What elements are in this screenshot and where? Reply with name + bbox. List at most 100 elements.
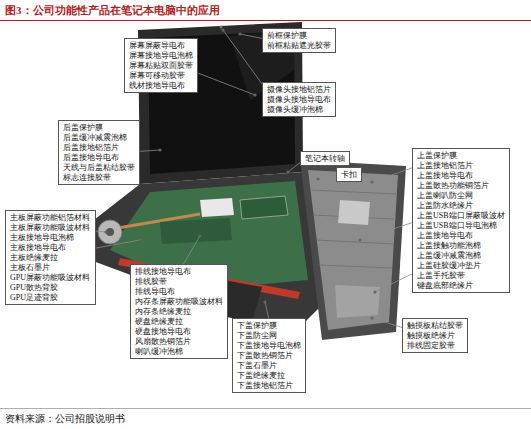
- callout-text: 线材接地导电布: [129, 81, 193, 91]
- callout-text: 摄像头缓冲泡棉: [267, 105, 331, 115]
- callout-text: 屏幕粘贴双面胶带: [129, 61, 193, 71]
- callout-text: 主板石墨片: [10, 263, 91, 273]
- callout-text: 屏幕接地导电泡棉: [129, 51, 193, 61]
- part-label-box: 卡扣: [336, 167, 362, 182]
- plate-line: [310, 190, 396, 194]
- title-rule: [0, 20, 531, 21]
- callout-text: 触摸板粘结胶带: [407, 321, 463, 331]
- leader-line: [190, 70, 255, 95]
- callout-text: 主板屏蔽功能铝箔材料: [10, 213, 91, 223]
- source-caption: 资料来源：公司招股说明书: [5, 412, 125, 425]
- callout-text: 下盖防尘网: [237, 331, 301, 341]
- callout-text: 排线胶带: [135, 277, 223, 287]
- leader-dot: [253, 93, 256, 96]
- leader-dot: [263, 300, 266, 303]
- wifi-card: [200, 198, 234, 217]
- leader-dot: [221, 28, 224, 31]
- leader-line: [360, 220, 420, 240]
- callout-text: 后盖保护膜: [63, 123, 135, 133]
- plate-line: [319, 265, 392, 268]
- leader-dot: [370, 180, 373, 183]
- callout-text: 天线与后盖粘结胶带: [63, 163, 135, 173]
- callout-text: 排线接地导电布: [135, 267, 223, 277]
- leader-dot: [198, 234, 201, 237]
- callout-text: 下盖接地导电泡棉: [237, 341, 301, 351]
- callout-text: GPU足迹背胶: [10, 293, 91, 303]
- memory-module: [240, 196, 288, 219]
- laptop-base: [58, 172, 322, 335]
- figure-title: 图3：公司功能性产品在笔记本电脑中的应用: [5, 3, 220, 17]
- leader-dots: [104, 28, 376, 319]
- callout-text: 卡扣: [341, 170, 357, 180]
- callout-text: 内存条屏蔽功能吸波材料: [135, 297, 223, 307]
- callout-text: 后盖接地导电布: [63, 153, 135, 163]
- callout-box: 后盖保护膜后盖缓冲减震泡棉后盖接地铝箔片后盖接地导电布天线与后盖粘结胶带标志连接…: [58, 120, 140, 185]
- callout-text: 硬盘接地导电布: [135, 327, 223, 337]
- callout-text: 摄像头接地导电布: [267, 95, 331, 105]
- caption-rule: [0, 408, 531, 409]
- callout-text: 上盖硅胶缓冲垫片: [417, 261, 505, 271]
- shield-foil: [338, 200, 370, 225]
- callout-text: 上盖散热功能铜箔片: [417, 181, 505, 191]
- leader-dot: [238, 32, 241, 35]
- part-label-box: 笔记本转轴: [300, 151, 350, 166]
- touchpad-area: [335, 285, 380, 318]
- leader-dot: [138, 238, 141, 241]
- callout-text: 主板绝缘麦拉: [10, 253, 91, 263]
- camera-dot: [220, 26, 223, 29]
- callout-text: 下盖绝缘麦拉: [237, 371, 301, 381]
- callout-text: 上盖接触功能泡棉: [417, 241, 505, 251]
- leader-dot: [358, 238, 361, 241]
- callout-text: 上盖防水绝缘片: [417, 201, 505, 211]
- callout-text: 屏幕可移动胶带: [129, 71, 193, 81]
- plate-line: [316, 240, 393, 244]
- callout-text: 排线导电布: [135, 287, 223, 297]
- leader-dot: [158, 148, 161, 151]
- callout-text: 上盖接地导电布: [417, 171, 505, 181]
- callout-text: 触摸板绝缘片: [407, 331, 463, 341]
- callout-box: 屏幕屏蔽导电布屏幕接地导电泡棉屏幕粘贴双面胶带屏幕可移动胶带线材接地导电布: [124, 38, 198, 93]
- callout-text: 风扇散热铜箔片: [135, 337, 223, 347]
- callout-text: 上盖USB端口屏蔽吸波材: [417, 211, 505, 221]
- callout-text: 排线固定胶带: [407, 341, 463, 351]
- callout-text: 下盖散热铜箔片: [237, 351, 301, 361]
- callout-text: 上盖接地铝箔片: [417, 161, 505, 171]
- callout-box: 主板屏蔽功能铝箔材料主板屏蔽功能吸波材料主板接地导电泡棉主板接地导电布主板绝缘麦…: [5, 210, 96, 305]
- callout-text: 主板接地导电布: [10, 243, 91, 253]
- callout-text: 上盖手托胶带: [417, 271, 505, 281]
- chip-area: [160, 218, 232, 244]
- leader-dot: [370, 316, 373, 319]
- callout-box: 摄像头接地铝箔片摄像头接地导电布摄像头缓冲泡棉: [262, 82, 336, 117]
- callout-text: 下盖保护膜: [237, 321, 301, 331]
- callout-text: 内存条绝缘麦拉: [135, 307, 223, 317]
- callout-text: 上盖保护膜: [417, 151, 505, 161]
- callout-box: 前框保护膜前框粘贴遮光胶带: [262, 28, 336, 53]
- callout-text: 笔记本转轴: [305, 154, 345, 164]
- callout-text: GPU散热背胶: [10, 283, 91, 293]
- callout-box: 排线接地导电布排线胶带排线导电布内存条屏蔽功能吸波材料内存条绝缘麦拉硬盘绝缘麦拉…: [130, 264, 228, 359]
- leader-dot: [373, 290, 376, 293]
- callout-text: 喇叭缓冲泡棉: [135, 347, 223, 357]
- callout-text: 下盖石墨片: [237, 361, 301, 371]
- callout-text: 主板屏蔽功能吸波材料: [10, 223, 91, 233]
- callout-text: 上盖接地导电布: [417, 231, 505, 241]
- keyboard-cover: [300, 160, 406, 340]
- callout-text: 标志连接胶带: [63, 173, 135, 183]
- callout-text: 上盖缓冲减震泡棉: [417, 251, 505, 261]
- callout-text: 后盖接地铝箔片: [63, 143, 135, 153]
- leader-dot: [316, 177, 319, 180]
- callout-box: 上盖保护膜上盖接地铝箔片上盖接地导电布上盖散热功能铜箔片上盖喇叭防尘网上盖防水绝…: [412, 148, 510, 293]
- callout-text: 上盖USB端口导电泡棉: [417, 221, 505, 231]
- callout-text: 摄像头接地铝箔片: [267, 85, 331, 95]
- callout-text: 前框粘贴遮光胶带: [267, 41, 331, 51]
- callout-text: 前框保护膜: [267, 31, 331, 41]
- callout-text: 后盖缓冲减震泡棉: [63, 133, 135, 143]
- callout-text: GPU屏蔽功能吸波材料: [10, 273, 91, 283]
- callout-text: 上盖喇叭防尘网: [417, 191, 505, 201]
- leader-dot: [286, 170, 289, 173]
- callout-text: 下盖接地铝箔片: [237, 381, 301, 391]
- leader-dot: [104, 230, 107, 233]
- callout-box: 下盖保护膜下盖防尘网下盖接地导电泡棉下盖散热铜箔片下盖石墨片下盖绝缘麦拉下盖接地…: [232, 318, 306, 393]
- callout-text: 屏幕屏蔽导电布: [129, 41, 193, 51]
